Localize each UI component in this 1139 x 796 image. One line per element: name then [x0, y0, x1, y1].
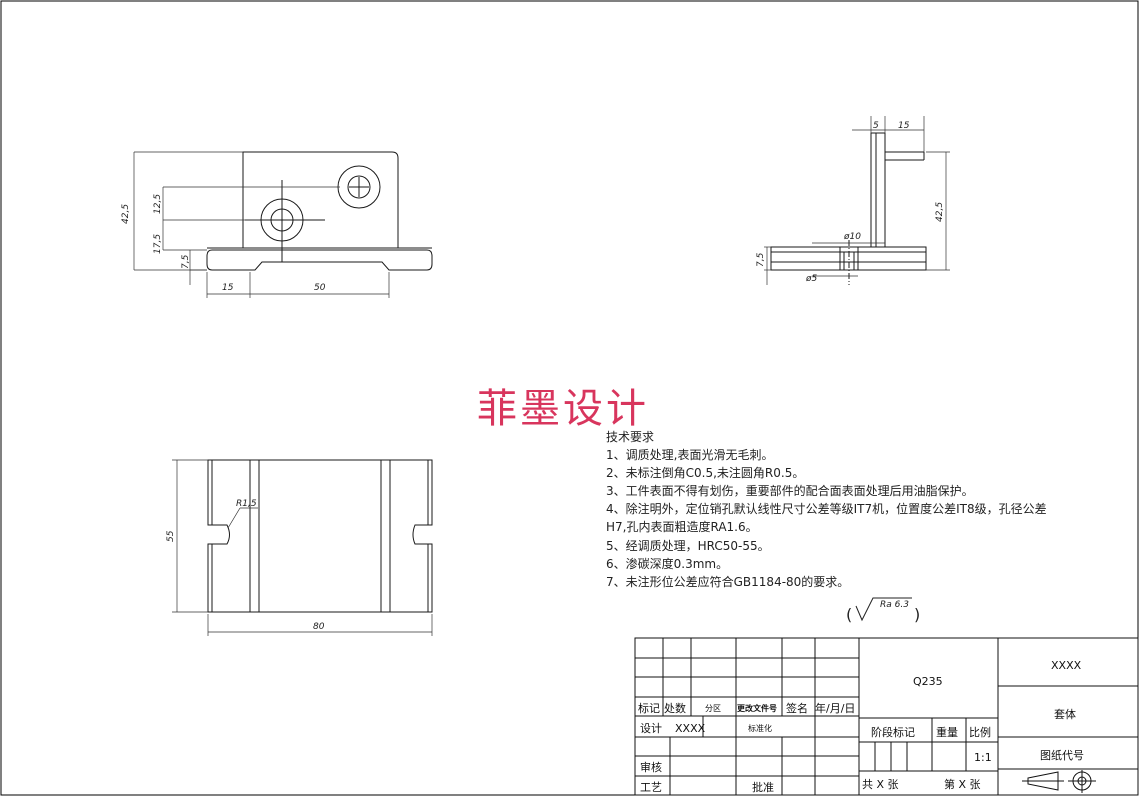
top-view-dimensions [172, 459, 433, 636]
requirement-item-1: 1、调质处理,表面光滑无毛刺。 [606, 448, 773, 462]
requirement-item-3: 3、工件表面不得有划伤，重要部件的配合面表面处理后用油脂保护。 [606, 483, 974, 498]
roughness-check-icon [855, 597, 912, 622]
top-dim-80: 80 [313, 622, 325, 632]
requirement-item-4b: H7,孔内表面粗造度RA1.6。 [606, 519, 758, 534]
roughness-open-paren: ( [846, 605, 852, 624]
title-block [634, 637, 1139, 796]
requirement-item-6: 6、渗碳深度0.3mm。 [606, 556, 728, 571]
total-sheets: 共 X 张 [862, 778, 899, 791]
side-view [770, 132, 927, 285]
top-dim-r1-5: R1,5 [236, 499, 257, 509]
front-hole-small-1 [347, 175, 371, 199]
drawing-no-label: 图纸代号 [1040, 749, 1084, 762]
side-view-dimensions [764, 116, 950, 285]
material-text: Q235 [913, 675, 943, 688]
front-dim-12-5: 12,5 [153, 194, 163, 214]
weight-label: 重量 [936, 725, 958, 739]
header-zone: 分区 [705, 704, 721, 713]
approve-label: 批准 [752, 780, 774, 794]
process-label: 工艺 [640, 781, 662, 794]
top-outline [207, 459, 433, 613]
front-view-dimensions [133, 151, 390, 298]
front-dim-50: 50 [314, 283, 326, 293]
technical-requirements: 技术要求 1、调质处理,表面光滑无毛刺。 2、未标注倒角C0.5,未注圆角R0.… [606, 430, 1047, 589]
standardize-label: 标准化 [748, 723, 772, 733]
header-sign: 签名 [786, 701, 808, 715]
top-dim-55: 55 [166, 530, 176, 542]
requirements-heading: 技术要求 [606, 430, 654, 444]
header-count: 处数 [664, 702, 686, 715]
stage-mark-label: 阶段标记 [871, 725, 915, 739]
side-plate-outline [870, 132, 886, 248]
scale-label: 比例 [969, 725, 991, 739]
designer-name: XXXX [675, 722, 706, 735]
header-mark: 标记 [638, 701, 660, 715]
front-plate-outline [242, 151, 399, 249]
side-dim-42-5: 42,5 [935, 202, 945, 222]
requirement-item-5: 5、经调质处理，HRC50-55。 [606, 539, 770, 553]
requirement-item-2: 2、未标注倒角C0.5,未注圆角R0.5。 [606, 465, 804, 480]
header-date: 年/月/日 [815, 701, 855, 715]
side-dim-phi10: ø10 [843, 232, 861, 242]
front-base-outline [206, 249, 433, 271]
header-change-doc: 更改文件号 [737, 703, 777, 713]
front-dim-17-5: 17,5 [153, 234, 163, 254]
scale-value: 1:1 [974, 751, 992, 764]
front-dim-7-5: 7,5 [181, 254, 191, 269]
roughness-value: Ra 6.3 [880, 600, 909, 610]
top-view [207, 459, 433, 613]
sheet-number: 第 X 张 [944, 777, 981, 791]
requirement-item-7: 7、未注形位公差应符合GB1184-80的要求。 [606, 574, 849, 589]
side-dim-phi5: ø5 [805, 274, 818, 284]
side-dim-5: 5 [873, 121, 879, 131]
design-label: 设计 [640, 722, 662, 735]
projection-symbol-icon [1022, 770, 1096, 793]
front-dim-15: 15 [222, 283, 234, 293]
front-dim-42-5: 42,5 [121, 204, 131, 224]
roughness-close-paren: ) [914, 605, 920, 624]
requirement-item-4: 4、除注明外，定位销孔默认线性尺寸公差等级IT7机，位置度公差IT8级，孔径公差 [606, 501, 1047, 516]
front-view [206, 151, 433, 271]
side-dim-15: 15 [898, 121, 910, 131]
review-label: 审核 [640, 760, 662, 774]
part-name: 套体 [1054, 707, 1076, 721]
roughness-symbol: ( Ra 6.3 ) [846, 597, 920, 624]
drawing-code: XXXX [1051, 659, 1082, 672]
side-dim-7-5: 7,5 [756, 252, 766, 267]
watermark-text: 菲墨设计 [477, 386, 649, 432]
